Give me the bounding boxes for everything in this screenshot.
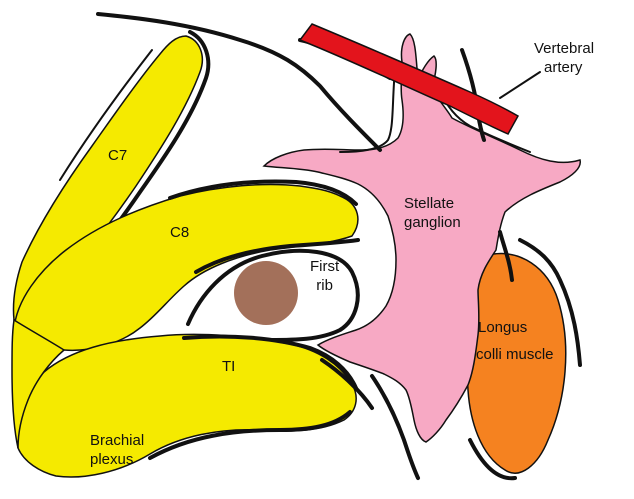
- label-t1: TI: [222, 357, 235, 376]
- label-longus-colli: Longus colli muscle: [476, 318, 554, 364]
- label-brachial-plexus: Brachial plexus: [90, 431, 144, 469]
- label-vertebral-artery: Vertebral artery: [534, 39, 594, 77]
- label-stellate-ganglion: Stellate ganglion: [404, 194, 461, 232]
- label-c8: C8: [170, 223, 189, 242]
- first-rib: [234, 261, 298, 325]
- t1-nerve-root: [17, 334, 356, 477]
- label-c7: C7: [108, 146, 127, 165]
- label-first-rib: First rib: [310, 257, 339, 295]
